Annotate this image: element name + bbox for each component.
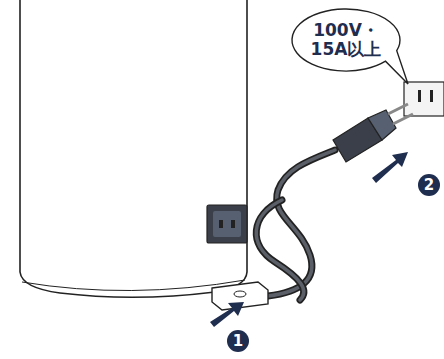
inlet-socket	[213, 211, 241, 237]
bubble-shape	[292, 9, 408, 84]
inlet-pin	[231, 220, 235, 228]
insert-arrow	[210, 302, 244, 327]
callout-number: 1	[227, 330, 249, 352]
wall-outlet	[404, 82, 444, 116]
spec-text: 100V・15A以上	[308, 21, 384, 59]
power-cord	[256, 150, 335, 300]
inlet-pin	[219, 220, 223, 228]
power-plug	[333, 104, 413, 162]
power-inlet	[207, 205, 247, 243]
outlet-slot	[418, 90, 421, 102]
insert-arrow	[372, 152, 408, 183]
outlet-slot	[430, 90, 433, 102]
spec-bubble: 100V・15A以上	[292, 9, 400, 71]
callout-number: 2	[418, 174, 440, 196]
appliance-body	[20, 0, 247, 297]
